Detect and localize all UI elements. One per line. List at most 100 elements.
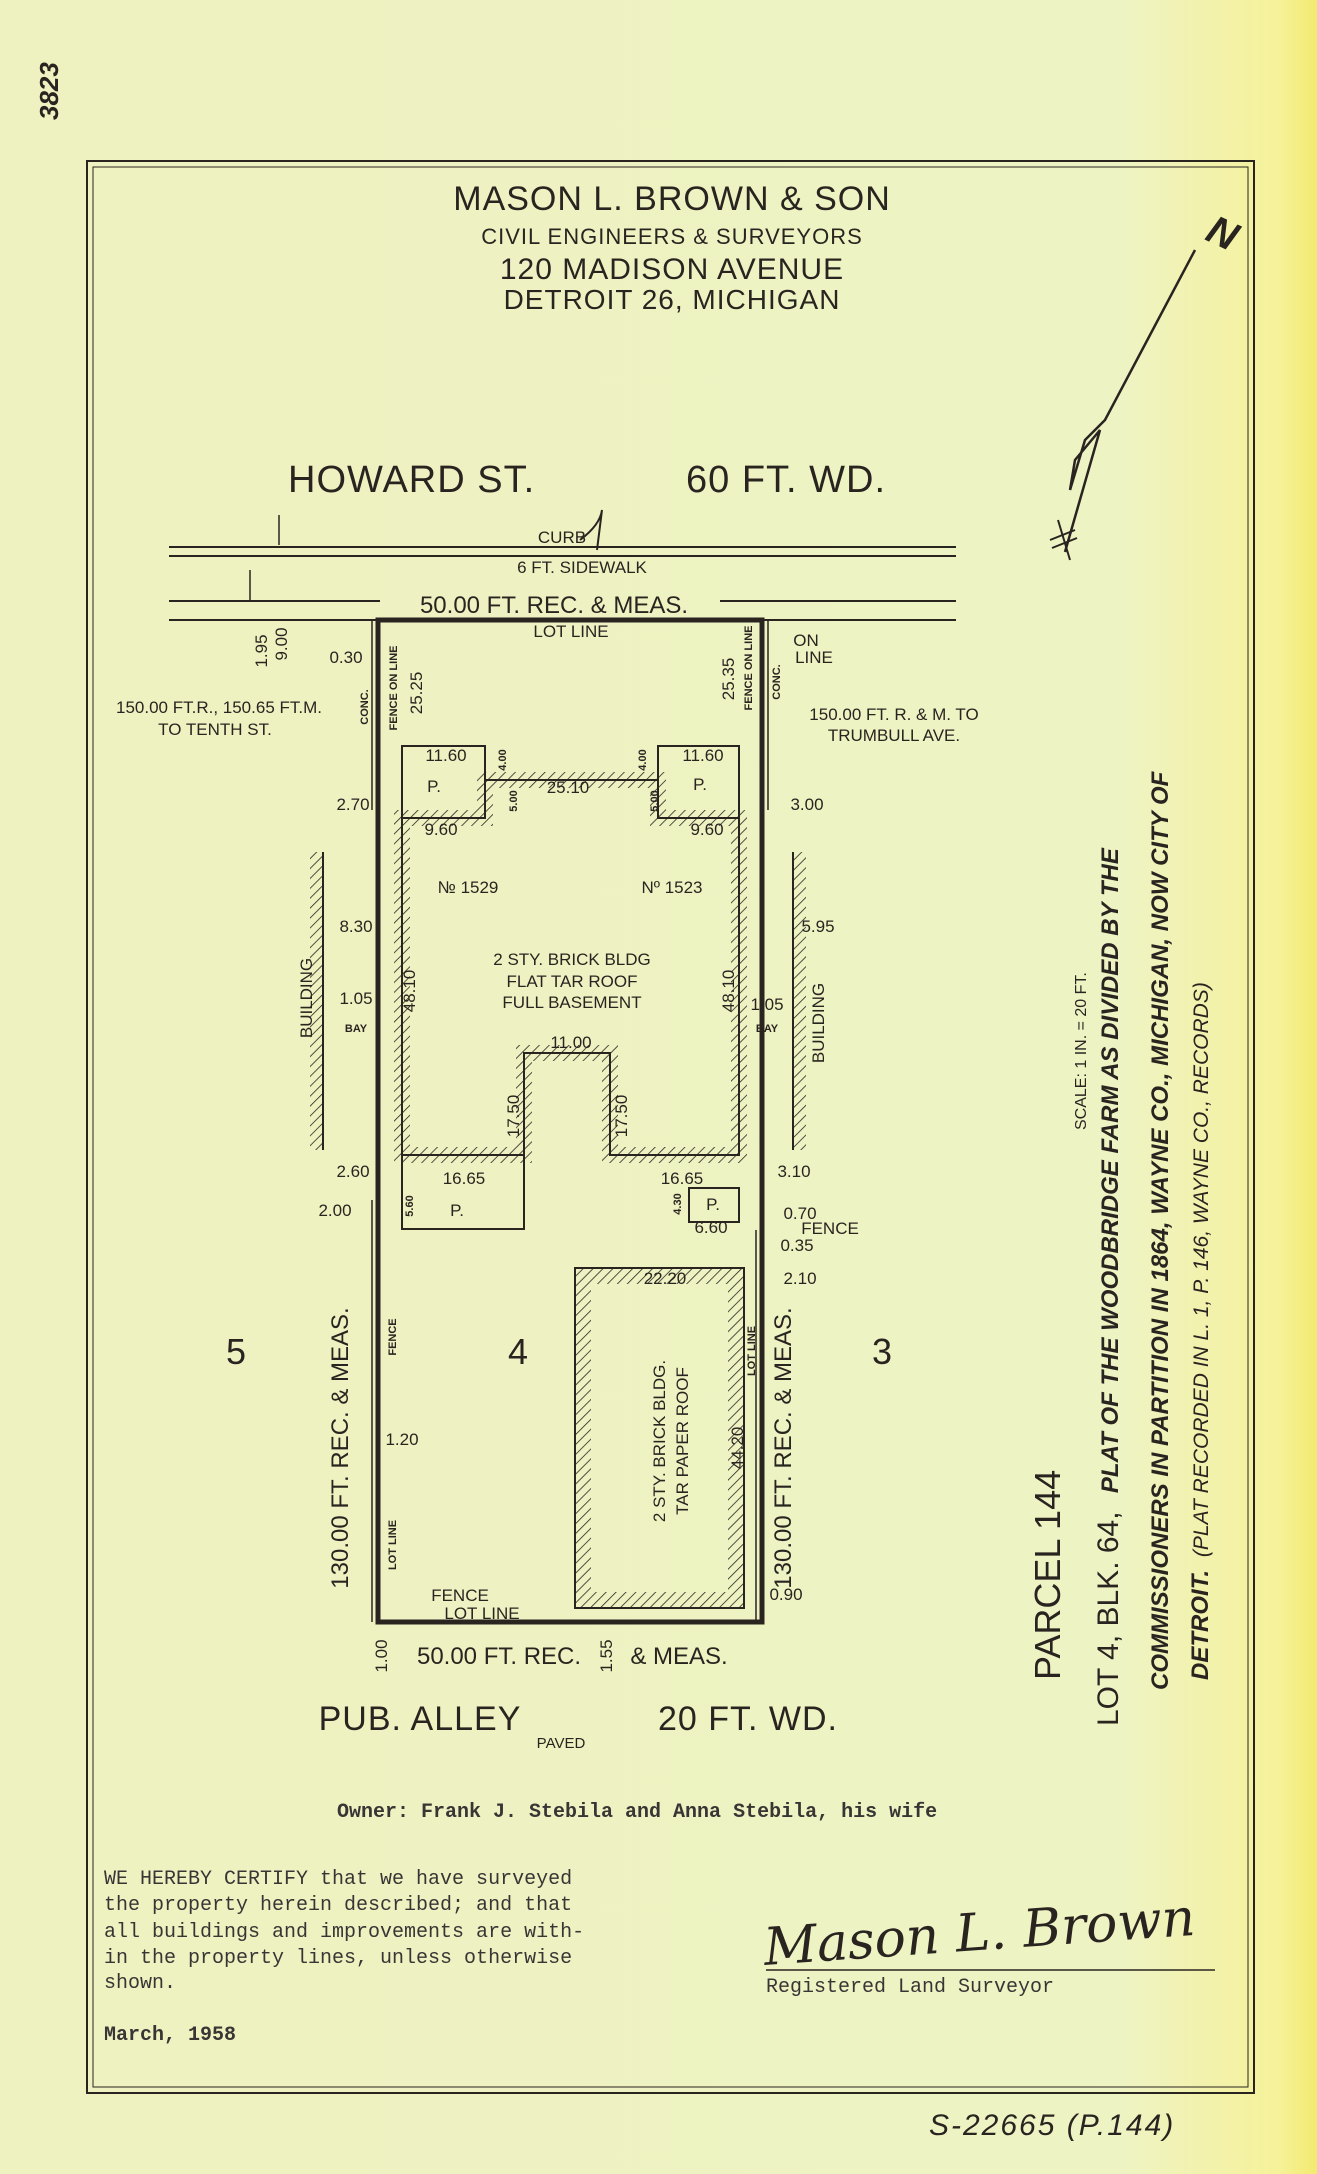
dim: 4.00 (497, 749, 509, 770)
main-building-desc-1: 2 STY. BRICK BLDG (493, 950, 650, 969)
dim: 0.35 (780, 1236, 813, 1255)
on-line-label: ON (793, 631, 819, 650)
parcel-number: PARCEL 144 (1027, 1470, 1068, 1680)
survey-date: March, 1958 (104, 2024, 236, 2047)
dim: 1.20 (385, 1430, 418, 1449)
porch-front-right (657, 745, 740, 819)
file-number: S-22665 (P.144) (929, 2109, 1175, 2142)
firm-name: MASON L. BROWN & SON (453, 180, 891, 218)
legal-plat: PLAT OF THE WOODBRIDGE FARM AS DIVIDED B… (1097, 847, 1124, 1493)
lot-line-label: LOT LINE (533, 622, 608, 641)
dim: 1.95 (252, 634, 271, 667)
legal-description-1: LOT 4, BLK. 64, PLAT OF THE WOODBRIDGE F… (1092, 847, 1125, 1726)
dim: 25.25 (407, 672, 426, 715)
rear-building-hatch (575, 1268, 744, 1608)
lot-line-label: LOT LINE (746, 1326, 758, 1376)
dim: 16.65 (443, 1169, 486, 1188)
sidewalk-label: 6 FT. SIDEWALK (517, 558, 647, 577)
dim: 9.00 (272, 627, 291, 660)
dim: 11.60 (425, 746, 466, 765)
outer-border (86, 160, 1255, 2094)
lot-4-boundary (375, 617, 765, 1625)
left-side-dimension: 130.00 FT. REC. & MEAS. (327, 1307, 354, 1588)
rear-dimension: 50.00 FT. REC. (417, 1643, 581, 1670)
dim: 1.05 (750, 995, 783, 1014)
porch-label: P. (450, 1201, 464, 1220)
sheet-number: 3823 (34, 62, 64, 120)
front-dimension: 50.00 FT. REC. & MEAS. (420, 592, 688, 619)
dim: 3.00 (790, 795, 823, 814)
certification-line: WE HEREBY CERTIFY that we have surveyed (104, 1868, 572, 1891)
dim: 6.60 (694, 1218, 727, 1237)
certification-line: all buildings and improvements are with- (104, 1921, 584, 1944)
dim: 0.70 (783, 1204, 816, 1223)
dim: 1.00 (372, 1639, 391, 1672)
bay-label: BAY (345, 1023, 368, 1035)
dim: 2.60 (336, 1162, 369, 1181)
dim: 2.70 (336, 795, 369, 814)
distance-to-trumbull-2: TRUMBULL AVE. (828, 726, 960, 745)
address-1529: № 1529 (438, 878, 499, 897)
rear-dimension-cont: & MEAS. (630, 1643, 727, 1670)
certification-line: in the property lines, unless otherwise (104, 1947, 572, 1970)
alley-name: PUB. ALLEY (319, 1700, 522, 1738)
dim: 4.30 (672, 1193, 684, 1214)
porch-rear-right (688, 1187, 740, 1223)
dim: 1.05 (339, 989, 372, 1008)
lot-number-3: 3 (872, 1331, 892, 1372)
distance-to-tenth-1: 150.00 FT.R., 150.65 FT.M. (116, 698, 322, 717)
certification-line: the property herein described; and that (104, 1894, 572, 1917)
dim: 16.65 (661, 1169, 704, 1188)
dim: 48.10 (719, 970, 738, 1013)
curb-label: CURB (538, 528, 586, 547)
legal-description-3: DETROIT. (PLAT RECORDED IN L. 1, P. 146,… (1187, 982, 1214, 1680)
dim: 22.20 (644, 1269, 687, 1288)
lot-number-5: 5 (226, 1331, 246, 1372)
dim: 3.10 (777, 1162, 810, 1181)
lot-line-label: LOT LINE (444, 1604, 519, 1623)
certification-line: shown. (104, 1972, 176, 1995)
dim: 4.00 (637, 749, 649, 770)
distance-to-tenth-2: TO TENTH ST. (158, 720, 272, 739)
main-building-desc-3: FULL BASEMENT (502, 993, 641, 1012)
dim: 17.50 (504, 1095, 523, 1138)
dim: 5.00 (649, 790, 661, 811)
conc-label: CONC. (359, 689, 371, 724)
dim: 2.10 (783, 1269, 816, 1288)
dim: 8.30 (339, 917, 372, 936)
lot-line-label: LOT LINE (387, 1520, 399, 1570)
rear-building (574, 1267, 745, 1609)
porch-rear-left (401, 1154, 525, 1230)
bay-label: BAY (756, 1023, 779, 1035)
distance-to-trumbull-1: 150.00 FT. R. & M. TO (809, 705, 978, 724)
fence-on-line-label: FENCE ON LINE (743, 626, 755, 711)
dim: 9.60 (690, 820, 723, 839)
owner-line: Owner: Frank J. Stebila and Anna Stebila… (337, 1801, 937, 1824)
curb-leader (579, 509, 603, 551)
dim: 11.60 (682, 746, 723, 765)
dim: 17.50 (612, 1095, 631, 1138)
scale-note: SCALE: 1 IN. = 20 FT. (1073, 972, 1090, 1130)
dim: 1.55 (597, 1639, 616, 1672)
rear-building-desc-1: 2 STY. BRICK BLDG. (650, 1360, 669, 1522)
dimension-labels: 0.30 11.60 11.60 25.10 2.70 3.00 9.60 9.… (252, 627, 835, 1672)
inner-border (92, 166, 1249, 2088)
right-side-dimension: 130.00 FT. REC. & MEAS. (770, 1307, 797, 1588)
fence-on-line-label: FENCE ON LINE (388, 646, 400, 731)
porch-front-left (401, 745, 486, 819)
dim: 5.95 (801, 917, 834, 936)
dim: 5.60 (404, 1195, 416, 1216)
neighbor-building-left (310, 852, 324, 1150)
fence-label: FENCE (431, 1586, 489, 1605)
address-1523: Nº 1523 (641, 878, 702, 897)
firm-city: DETROIT 26, MICHIGAN (504, 284, 841, 315)
legal-description-2: COMMISSIONERS IN PARTITION IN 1864, WAYN… (1147, 770, 1174, 1690)
neighbor-building-left-label: BUILDING (297, 958, 316, 1038)
dim: 44.20 (728, 1427, 747, 1470)
alley-surface: PAVED (537, 1735, 586, 1752)
legal-recorded: (PLAT RECORDED IN L. 1, P. 146, WAYNE CO… (1190, 982, 1213, 1557)
neighbor-building-right (792, 852, 806, 1150)
lot-number-4: 4 (508, 1331, 528, 1372)
